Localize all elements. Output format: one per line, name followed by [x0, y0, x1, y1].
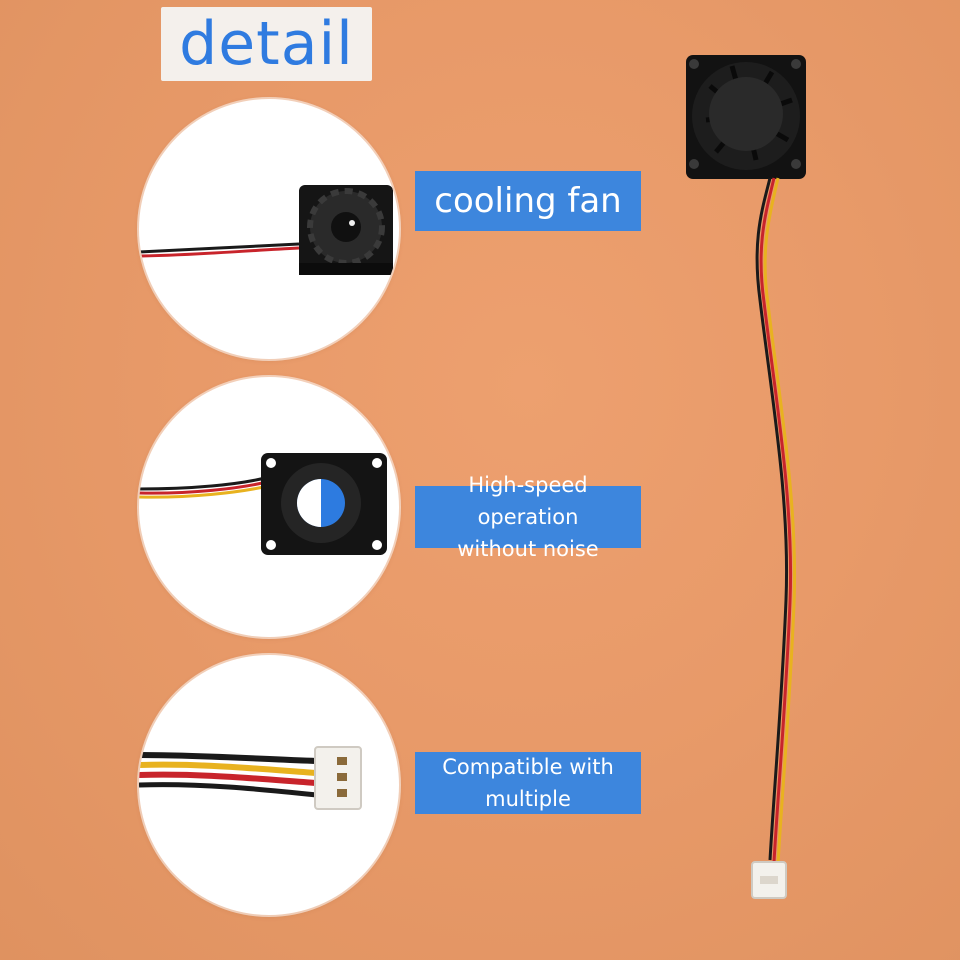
- feature-label-line: Compatible with: [442, 755, 614, 779]
- detail-circle-fan-back: [139, 377, 399, 637]
- detail-circle-connector: [139, 655, 399, 915]
- feature-label-cooling-fan: cooling fan: [415, 171, 641, 231]
- connector-illustration: [139, 746, 362, 810]
- fan-back-illustration: [139, 453, 387, 555]
- feature-label-line: without noise: [457, 537, 599, 561]
- fan-cable: [755, 177, 797, 865]
- feature-label-compatible: Compatible with multiple: [415, 752, 641, 814]
- cable-connector: [751, 861, 787, 899]
- fan-closeup-illustration: [139, 185, 393, 275]
- heading-tab: detail: [161, 7, 372, 81]
- feature-label-high-speed: High-speed operation without noise: [415, 473, 641, 561]
- feature-label-line: cooling fan: [434, 181, 622, 221]
- feature-label-line: High-speed operation: [468, 473, 588, 529]
- fan-body: [686, 55, 806, 179]
- heading-text: detail: [179, 9, 354, 79]
- feature-label-line: multiple: [485, 787, 571, 811]
- detail-circle-fan: [139, 99, 399, 359]
